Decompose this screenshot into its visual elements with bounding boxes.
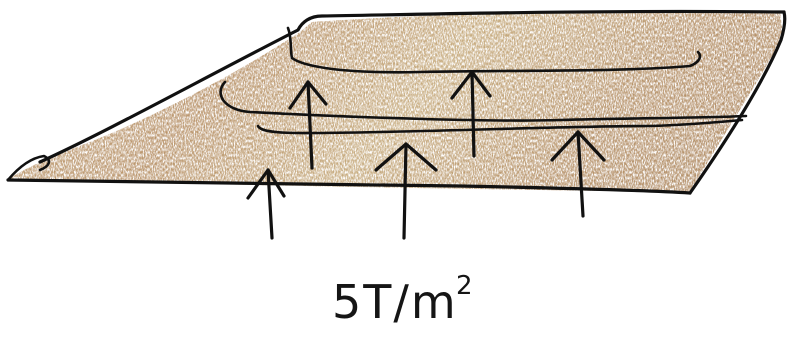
load-label-text: 5T/m: [332, 275, 458, 329]
load-label: 5T/m 2: [332, 271, 473, 329]
plate-fill: [0, 0, 794, 220]
load-label-superscript: 2: [456, 271, 473, 301]
